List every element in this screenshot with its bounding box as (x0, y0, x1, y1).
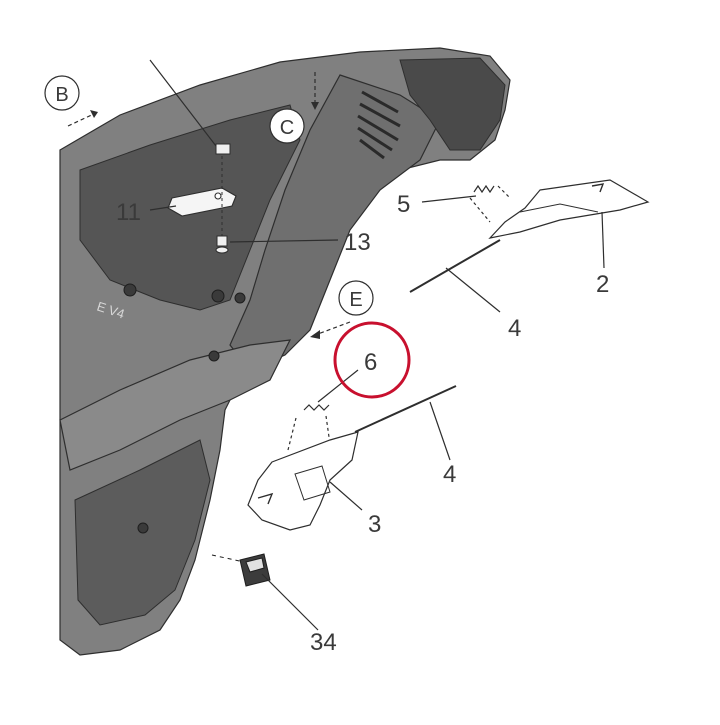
leader-4-lower (429, 401, 451, 461)
upper-clip (215, 143, 231, 155)
leader-11 (149, 205, 177, 211)
frame-mount-holes (123, 283, 246, 534)
callout-4-lower: 4 (443, 461, 456, 488)
leader-top (149, 59, 217, 147)
leader-3 (329, 481, 363, 511)
part-3-shape (247, 431, 359, 531)
callout-2: 2 (596, 271, 609, 298)
part-2-shape (488, 179, 650, 239)
view-marker-c-label: C (280, 117, 294, 139)
callout-5: 5 (397, 191, 410, 218)
frame-vent-slats (357, 90, 401, 160)
leader-2 (601, 211, 605, 269)
frame-lower-diagonal (59, 339, 292, 471)
highlight-circle (333, 321, 411, 399)
part-4-upper-rod (409, 239, 501, 293)
callout-34: 34 (310, 629, 337, 656)
leader-6 (317, 369, 359, 403)
callout-11: 11 (116, 199, 141, 226)
leader-4-upper (445, 267, 501, 313)
part-4-lower-rod (354, 385, 457, 433)
part-2-upper-flap (488, 179, 650, 239)
view-marker-e: E (310, 280, 374, 339)
view-marker-e-label: E (349, 289, 362, 311)
callout-4-upper: 4 (508, 315, 521, 342)
part-5-spring (469, 184, 511, 223)
leader-34 (261, 573, 319, 631)
frame-upper-right-bracket (399, 57, 506, 151)
leader-5 (421, 195, 477, 203)
view-marker-b: B (44, 75, 99, 127)
leader-lines (149, 59, 605, 631)
view-marker-c: C (269, 72, 319, 144)
part-3-lower-flap (247, 431, 359, 531)
callout-numbers: 2 3 4 4 5 6 11 13 34 (116, 191, 609, 656)
callout-6: 6 (364, 349, 377, 376)
leader-13 (229, 239, 339, 243)
part-34-clip (211, 553, 271, 587)
part-13-bolt (215, 150, 229, 254)
view-marker-b-label: B (55, 84, 68, 106)
part-6-spring (287, 404, 331, 451)
callout-13: 13 (344, 229, 371, 256)
callout-3: 3 (368, 511, 381, 538)
